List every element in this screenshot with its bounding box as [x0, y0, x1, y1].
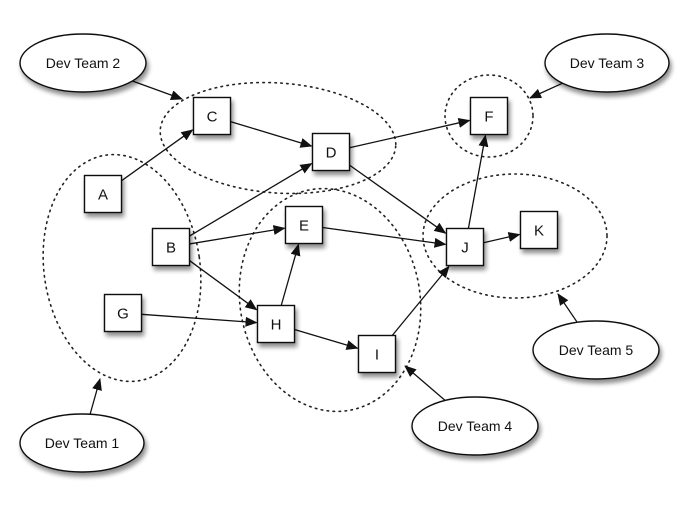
team2-group-boundary — [159, 81, 397, 195]
team4-group-boundary — [238, 187, 422, 413]
team-callout-team1[interactable]: Dev Team 1 — [19, 413, 145, 473]
team-ellipse — [411, 396, 539, 456]
team5-group-boundary — [422, 173, 608, 299]
edge-e-to-j — [322, 226, 447, 248]
team-pointer-arrows — [89, 80, 578, 415]
node-label: G — [117, 306, 129, 323]
team-ellipse — [544, 33, 670, 93]
node-label: K — [534, 223, 544, 240]
node-h[interactable]: H — [256, 304, 296, 344]
edge-c-to-d — [230, 120, 313, 148]
team-ellipse — [19, 33, 147, 93]
edge-d-to-j — [349, 164, 447, 234]
edge-h-to-i — [294, 328, 359, 350]
edge-b-to-h — [189, 260, 258, 311]
node-box — [445, 227, 485, 267]
node-label: J — [461, 240, 469, 257]
node-box — [357, 334, 397, 374]
node-label: A — [98, 187, 108, 204]
edge-g-to-h — [141, 313, 258, 327]
node-box — [192, 96, 232, 136]
dependency-edges — [121, 118, 521, 350]
team-label: Dev Team 4 — [438, 418, 513, 434]
edge-h-to-e — [280, 243, 301, 306]
work-item-nodes: A B C D E F G H I J K — [83, 96, 559, 374]
node-label: E — [299, 218, 309, 235]
team3-pointer-arrow — [529, 82, 563, 99]
node-b[interactable]: B — [151, 227, 191, 267]
node-box — [311, 132, 351, 172]
node-box — [151, 227, 191, 267]
node-e[interactable]: E — [284, 205, 324, 245]
node-label: H — [271, 317, 282, 334]
node-a[interactable]: A — [83, 174, 123, 214]
team-callouts: Dev Team 1 Dev Team 2 Dev Team 3 Dev Team 4… — [19, 33, 670, 473]
node-box — [256, 304, 296, 344]
team-ellipse — [532, 320, 660, 380]
team4-pointer-arrow — [404, 365, 446, 401]
node-j[interactable]: J — [445, 227, 485, 267]
edge-b-to-e — [189, 225, 286, 245]
edge-b-to-d — [189, 163, 313, 237]
team2-pointer-arrow — [132, 80, 183, 100]
node-f[interactable]: F — [469, 96, 509, 136]
node-c[interactable]: C — [192, 96, 232, 136]
team-callout-team3[interactable]: Dev Team 3 — [544, 33, 670, 93]
team-label: Dev Team 1 — [45, 435, 120, 451]
node-box — [469, 96, 509, 136]
node-label: I — [375, 347, 379, 364]
node-g[interactable]: G — [103, 293, 143, 333]
edge-a-to-c — [121, 129, 194, 182]
team-callout-team2[interactable]: Dev Team 2 — [19, 33, 147, 93]
node-box — [103, 293, 143, 333]
edge-j-to-k — [483, 232, 521, 244]
node-label: C — [207, 109, 218, 126]
team-groups — [42, 74, 608, 413]
team-callout-team5[interactable]: Dev Team 5 — [532, 320, 660, 380]
node-label: D — [326, 145, 337, 162]
edge-j-to-f — [467, 134, 489, 229]
team-label: Dev Team 3 — [570, 55, 645, 71]
node-box — [83, 174, 123, 214]
team5-pointer-arrow — [557, 293, 578, 323]
node-d[interactable]: D — [311, 132, 351, 172]
node-box — [519, 210, 559, 250]
edge-i-to-j — [391, 265, 450, 336]
node-k[interactable]: K — [519, 210, 559, 250]
team3-group-boundary — [444, 74, 534, 158]
team1-group-boundary — [42, 153, 202, 383]
team-ellipse — [19, 413, 145, 473]
team-label: Dev Team 2 — [46, 55, 121, 71]
node-box — [284, 205, 324, 245]
node-label: F — [484, 109, 493, 126]
edge-d-to-f — [349, 118, 471, 149]
node-i[interactable]: I — [357, 334, 397, 374]
team-label: Dev Team 5 — [559, 342, 634, 358]
team-callout-team4[interactable]: Dev Team 4 — [411, 396, 539, 456]
node-label: B — [166, 240, 176, 257]
team1-pointer-arrow — [89, 378, 102, 415]
